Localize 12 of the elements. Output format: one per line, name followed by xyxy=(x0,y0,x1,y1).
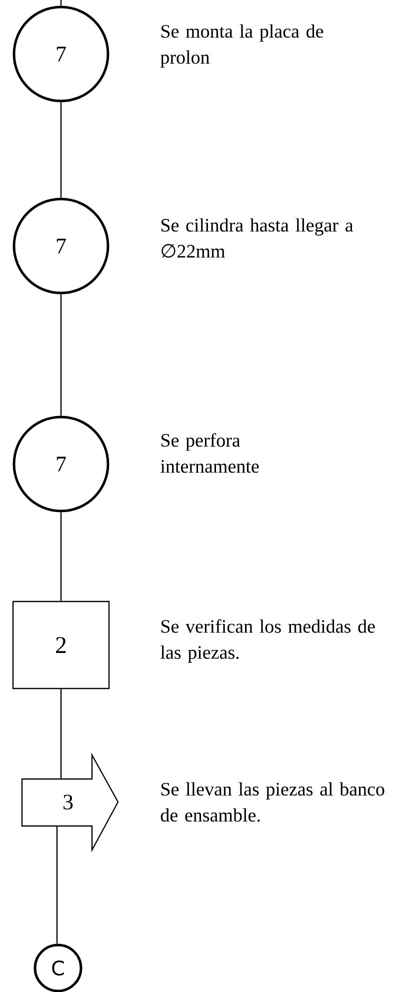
connector-line xyxy=(60,0,62,6)
step-description: Se monta la placa de prolon xyxy=(160,24,324,68)
connector-line xyxy=(60,102,62,198)
step-description: Se cilindra hasta llegar a ∅22mm xyxy=(161,218,354,258)
connector-line xyxy=(60,689,62,778)
step-description: Se perfora internamente xyxy=(160,433,259,473)
step-description: Se verifican los medidas de las piezas. xyxy=(160,619,375,663)
connector-line xyxy=(60,512,62,601)
inspection-square: 2 xyxy=(12,600,110,690)
connector-line xyxy=(56,826,58,944)
step-description: Se llevan las piezas al banco de ensamble. xyxy=(160,782,384,822)
connector-line xyxy=(60,294,62,416)
